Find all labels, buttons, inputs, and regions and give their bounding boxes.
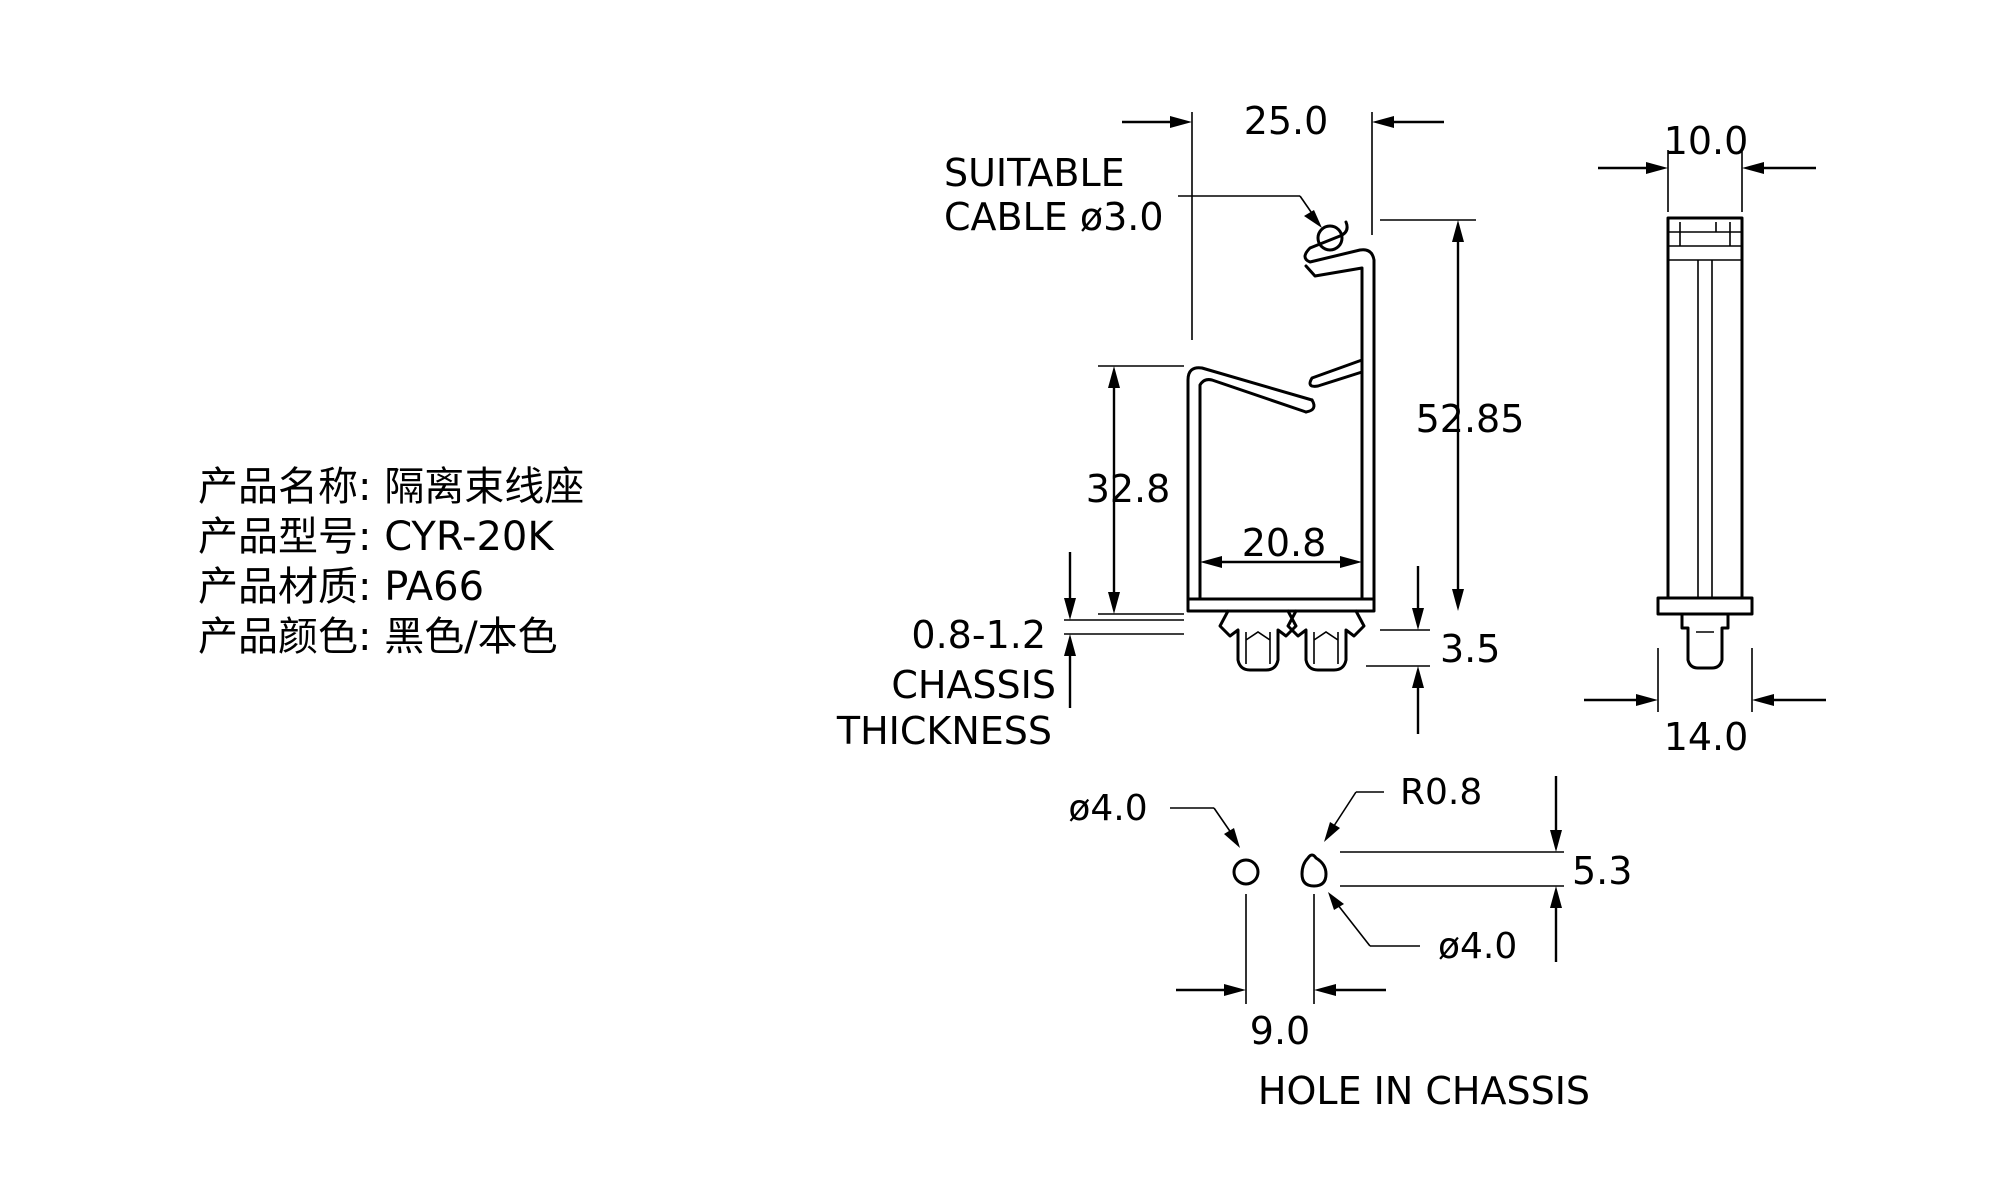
hole-title: HOLE IN CHASSIS: [1258, 1069, 1590, 1113]
dim-side-base-label: 14.0: [1664, 715, 1749, 759]
right-anchor: [1286, 609, 1366, 672]
dim-chassis: [1064, 552, 1184, 708]
dim-leg: [1366, 566, 1430, 734]
dim-side-top-label: 10.0: [1664, 119, 1749, 163]
left-wall-inner: [1198, 378, 1308, 601]
cable-ring: [1316, 224, 1344, 252]
spec-label: 产品材质:: [198, 564, 372, 610]
suitable-label-1: SUITABLE: [944, 151, 1125, 195]
dim-width-top-label: 25.0: [1244, 99, 1329, 143]
side-anchor: [1680, 612, 1730, 670]
spec-label: 产品颜色:: [198, 614, 372, 660]
right-wall-inner: [1304, 264, 1364, 601]
dim-width-inner: [1200, 556, 1362, 568]
spec-value: PA66: [384, 564, 485, 610]
suitable-label-2: CABLE ø3.0: [944, 195, 1164, 239]
round-hole: [1232, 858, 1260, 886]
hole-dia-right-label: ø4.0: [1438, 926, 1517, 967]
dim-height-inner: [1098, 365, 1184, 615]
hole-dia-left-label: ø4.0: [1068, 788, 1147, 829]
dim-height-inner-label: 32.8: [1086, 467, 1171, 511]
spec-value: 隔离束线座: [384, 464, 585, 510]
spec-value: 黑色/本色: [384, 614, 558, 660]
leader-hole-right: [1328, 892, 1420, 947]
dim-pitch: [1176, 894, 1386, 1004]
right-finger: [1308, 358, 1364, 388]
radius-label: R0.8: [1400, 772, 1482, 813]
left-wall: [1186, 366, 1314, 601]
dim-width-top: [1122, 112, 1444, 340]
dim-side-base: [1584, 648, 1826, 712]
dim-side-top: [1598, 150, 1816, 212]
dim-chassis-range: 0.8-1.2: [911, 613, 1046, 657]
spec-value: CYR-20K: [384, 514, 554, 560]
dim-chassis-label-1: CHASSIS: [891, 663, 1056, 707]
dim-height-total-label: 52.85: [1416, 397, 1525, 441]
keyhole-slot: [1300, 853, 1328, 888]
chassis-holes: [1232, 853, 1328, 888]
dim-height-total: [1380, 219, 1476, 611]
right-wall: [1303, 220, 1376, 601]
spec-label: 产品型号:: [198, 514, 372, 560]
dim-leg-label: 3.5: [1440, 627, 1500, 671]
side-view: [1656, 216, 1754, 670]
dim-chassis-label-2: THICKNESS: [836, 709, 1052, 753]
side-body: [1666, 216, 1744, 600]
spec-label: 产品名称:: [198, 464, 372, 510]
spec-row-material: 产品材质: PA66: [198, 562, 584, 612]
front-view: [1186, 220, 1376, 672]
suitable-leader: [1178, 195, 1322, 228]
dim-slot: [1340, 776, 1564, 962]
product-spec-list: 产品名称: 隔离束线座 产品型号: CYR-20K 产品材质: PA66 产品颜…: [198, 462, 584, 662]
side-base: [1656, 596, 1754, 616]
dim-pitch-label: 9.0: [1250, 1009, 1310, 1053]
leader-hole-left: [1170, 807, 1240, 848]
left-anchor: [1218, 609, 1298, 672]
dim-width-inner-label: 20.8: [1242, 521, 1327, 565]
spec-row-name: 产品名称: 隔离束线座: [198, 462, 584, 512]
base-plate: [1186, 597, 1376, 613]
leader-radius: [1324, 791, 1384, 842]
spec-row-color: 产品颜色: 黑色/本色: [198, 612, 584, 662]
dim-slot-label: 5.3: [1572, 849, 1632, 893]
left-finger-tip: [1304, 398, 1316, 414]
spec-row-model: 产品型号: CYR-20K: [198, 512, 584, 562]
